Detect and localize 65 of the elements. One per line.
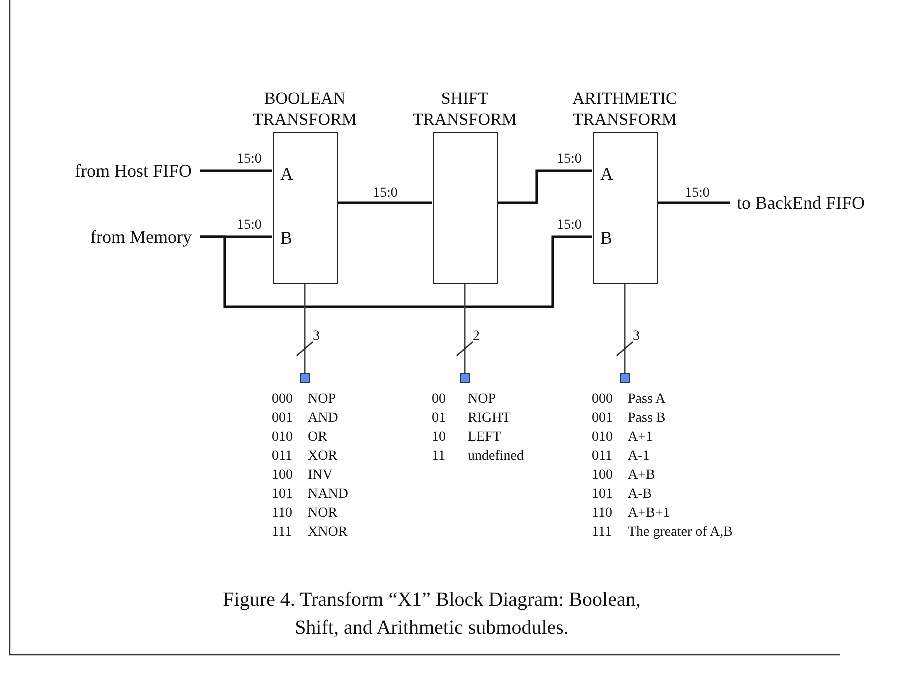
table-cell-text: 100 (272, 467, 294, 485)
data-bus (200, 236, 592, 308)
control-bus (464, 284, 466, 373)
table-cell-text: A+1 (628, 429, 654, 447)
table-cell-text: 011 (272, 448, 294, 466)
table-cell-text: AND (308, 410, 340, 428)
table-cell-text: 01 (432, 410, 447, 428)
table-cell-text: 110 (272, 505, 294, 523)
port-label: A (280, 164, 294, 184)
table-cell-text: 00 (432, 391, 447, 409)
table-cell-text: 111 (272, 524, 293, 542)
table-cell-text: 010 (592, 429, 614, 447)
bus-width-label: 3 (312, 329, 321, 344)
block-title: ARITHMETIC TRANSFORM (572, 88, 678, 130)
table-cell-text: 001 (592, 410, 614, 428)
table-cell-text: NOP (308, 391, 338, 409)
control-pin (460, 373, 470, 383)
table-cell-text: 10 (432, 429, 447, 447)
control-bus (624, 284, 626, 373)
block-title: SHIFT TRANSFORM (412, 88, 518, 130)
port-label: A (600, 164, 614, 184)
table-cell-text: A+B (628, 467, 656, 485)
data-bus (498, 170, 592, 204)
table-cell-text: Pass A (628, 391, 667, 409)
table-cell-text: 101 (272, 486, 294, 504)
table-cell-text: A+B+1 (628, 505, 672, 523)
control-pin (300, 373, 310, 383)
table-cell-text: 111 (592, 524, 613, 542)
data-bus (338, 202, 432, 204)
table-cell-text: A-1 (628, 448, 651, 466)
table-cell-text: XOR (308, 448, 339, 466)
table-cell-text: NAND (308, 486, 348, 504)
table-cell-text: 100 (592, 467, 614, 485)
data-bus (658, 202, 730, 204)
table-cell-text: The greater of A,B (628, 524, 733, 542)
table-cell-text: undefined (468, 448, 524, 466)
block-title: BOOLEAN TRANSFORM (252, 88, 358, 130)
table-cell-text: 010 (272, 429, 294, 447)
control-pin (620, 373, 630, 383)
control-bus (304, 284, 306, 373)
table-cell-text: 011 (592, 448, 614, 466)
table-cell-text: A-B (628, 486, 654, 504)
signal-label: from Host FIFO (74, 161, 200, 181)
table-cell-text: RIGHT (468, 410, 512, 428)
table-cell-text: 000 (592, 391, 614, 409)
signal-label: from Memory (90, 227, 200, 247)
signal-label: to BackEnd FIFO (730, 193, 865, 213)
bus-width-label: 3 (632, 329, 641, 344)
table-cell-text: 001 (272, 410, 294, 428)
table-cell-text: INV (308, 467, 334, 485)
table-cell-text: 11 (432, 448, 446, 466)
table-cell-text: 110 (592, 505, 614, 523)
port-label: B (600, 228, 613, 248)
figure-caption: Figure 4. Transform “X1” Block Diagram: Boolean, Shift, and Arithmetic submodules. (222, 588, 642, 641)
bus-width-label: 2 (472, 329, 481, 344)
table-cell-text: Pass B (628, 410, 667, 428)
table-cell-text: LEFT (468, 429, 502, 447)
table-cell-text: XNOR (308, 524, 348, 542)
table-cell-text: OR (308, 429, 328, 447)
port-label: B (280, 228, 293, 248)
table-cell-text: 101 (592, 486, 614, 504)
table-cell-text: 000 (272, 391, 294, 409)
table-cell-text: NOR (308, 505, 339, 523)
data-bus (200, 170, 272, 172)
table-cell-text: NOP (468, 391, 498, 409)
